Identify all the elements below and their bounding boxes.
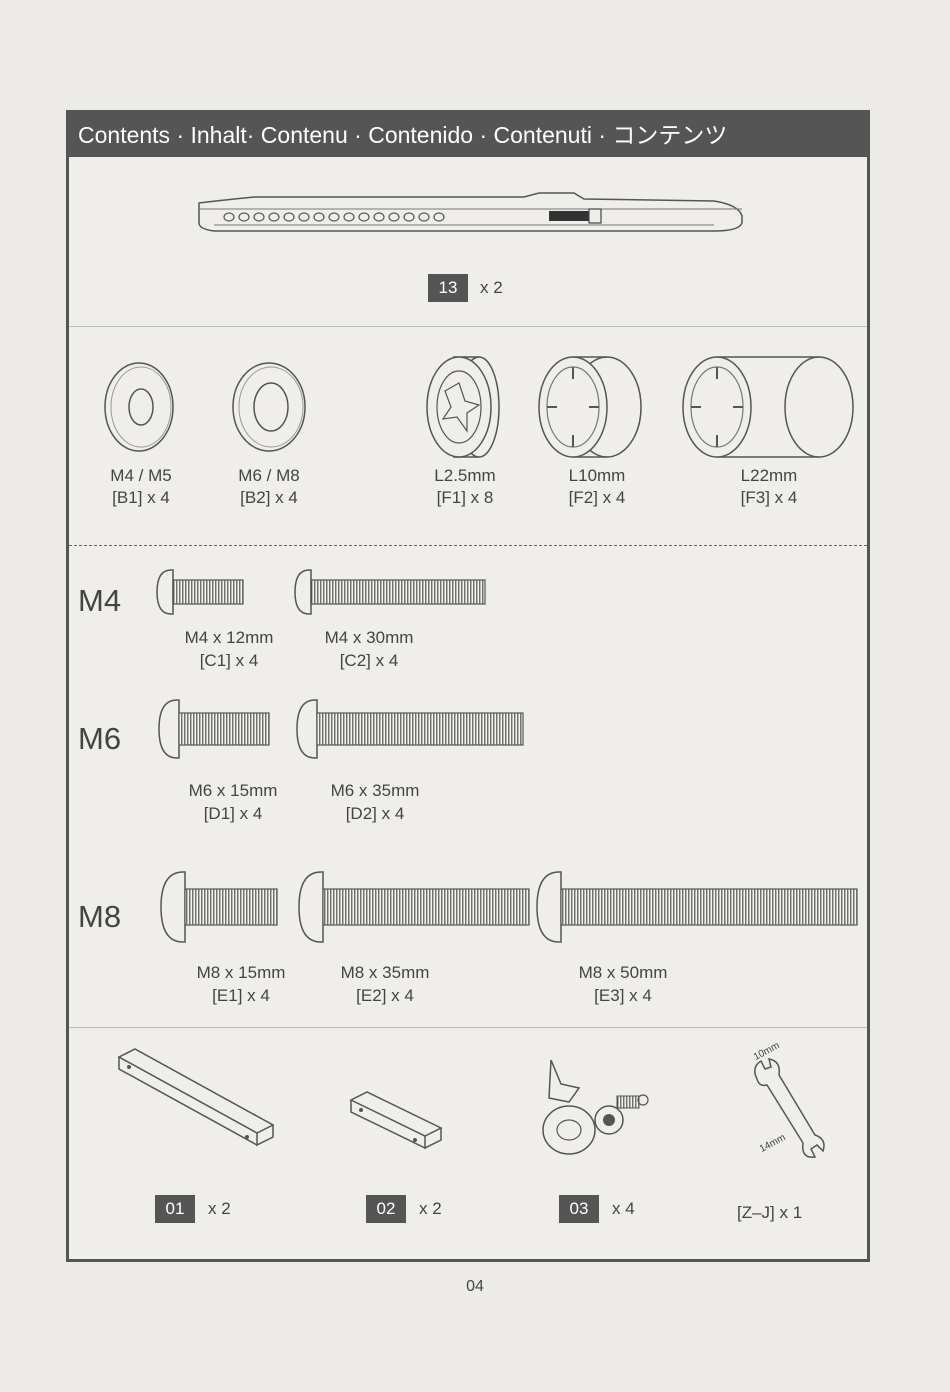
screw-e3-code: [E3] x 4 xyxy=(594,986,652,1005)
spacer-f2-icon xyxy=(538,356,642,458)
washer-b1-icon xyxy=(104,362,174,452)
contents-frame: Contents · Inhalt· Contenu · Contenido ·… xyxy=(66,110,870,1262)
screw-c2-code: [C2] x 4 xyxy=(339,651,399,670)
separator-dashed xyxy=(69,545,867,546)
spacer-f1-icon xyxy=(426,356,500,458)
bracket-clamp-icon xyxy=(542,1059,649,1155)
screw-d1-icon xyxy=(158,699,270,759)
washer-b1-size: M4 / M5 xyxy=(110,466,172,485)
screw-e1-code: [E1] x 4 xyxy=(212,986,270,1005)
contents-header: Contents · Inhalt· Contenu · Contenido ·… xyxy=(69,113,867,157)
item-01-qty: x 2 xyxy=(208,1199,231,1218)
screw-e2-size: M8 x 35mm xyxy=(340,963,430,982)
screw-c2-icon xyxy=(294,569,486,615)
screw-d1-code: [D1] x 4 xyxy=(203,804,263,823)
page-number: 04 xyxy=(466,1278,484,1295)
screw-d2-size: M6 x 35mm xyxy=(330,781,420,800)
screw-c2-size: M4 x 30mm xyxy=(324,628,414,647)
rail-icon xyxy=(198,192,743,232)
screw-d2-code: [D2] x 4 xyxy=(345,804,405,823)
screw-d2-icon xyxy=(296,699,524,759)
rail-qty: x 2 xyxy=(480,278,503,297)
spacer-f3-size: L22mm xyxy=(740,466,798,485)
spacer-f3-icon xyxy=(682,356,854,458)
washer-b2-icon xyxy=(232,362,306,452)
wrench-label: [Z–J] x 1 xyxy=(737,1203,803,1222)
rail-badge: 13 xyxy=(428,274,468,302)
spacer-f2-code: [F2] x 4 xyxy=(568,488,626,507)
screw-c1-size: M4 x 12mm xyxy=(184,628,274,647)
screw-e1-size: M8 x 15mm xyxy=(196,963,286,982)
group-label-m8: M8 xyxy=(78,899,122,934)
spacer-f2-size: L10mm xyxy=(568,466,626,485)
spacer-f1-code: [F1] x 8 xyxy=(436,488,494,507)
item-02-qty: x 2 xyxy=(419,1199,442,1218)
washer-b2-code: [B2] x 4 xyxy=(240,488,298,507)
group-label-m4: M4 xyxy=(78,583,122,618)
separator-bottom xyxy=(69,1027,867,1028)
screw-e3-size: M8 x 50mm xyxy=(578,963,668,982)
item-03-qty: x 4 xyxy=(612,1199,635,1218)
screw-e1-icon xyxy=(160,871,278,943)
screw-d1-size: M6 x 15mm xyxy=(188,781,278,800)
screw-c1-icon xyxy=(156,569,244,615)
screw-e2-icon xyxy=(298,871,530,943)
screw-c1-code: [C1] x 4 xyxy=(199,651,259,670)
washer-b2-size: M6 / M8 xyxy=(238,466,300,485)
item-03-badge: 03 xyxy=(559,1195,599,1223)
spacer-f1-size: L2.5mm xyxy=(434,466,496,485)
screw-e2-code: [E2] x 4 xyxy=(356,986,414,1005)
separator-rail xyxy=(69,326,867,327)
screw-e3-icon xyxy=(536,871,858,943)
item-02-badge: 02 xyxy=(366,1195,406,1223)
wrench-icon xyxy=(754,1058,825,1158)
item-01-badge: 01 xyxy=(155,1195,195,1223)
washer-b1-code: [B1] x 4 xyxy=(112,488,170,507)
short-bar-icon xyxy=(349,1091,443,1150)
spacer-f3-code: [F3] x 4 xyxy=(740,488,798,507)
long-bar-icon xyxy=(117,1048,275,1147)
group-label-m6: M6 xyxy=(78,721,122,756)
